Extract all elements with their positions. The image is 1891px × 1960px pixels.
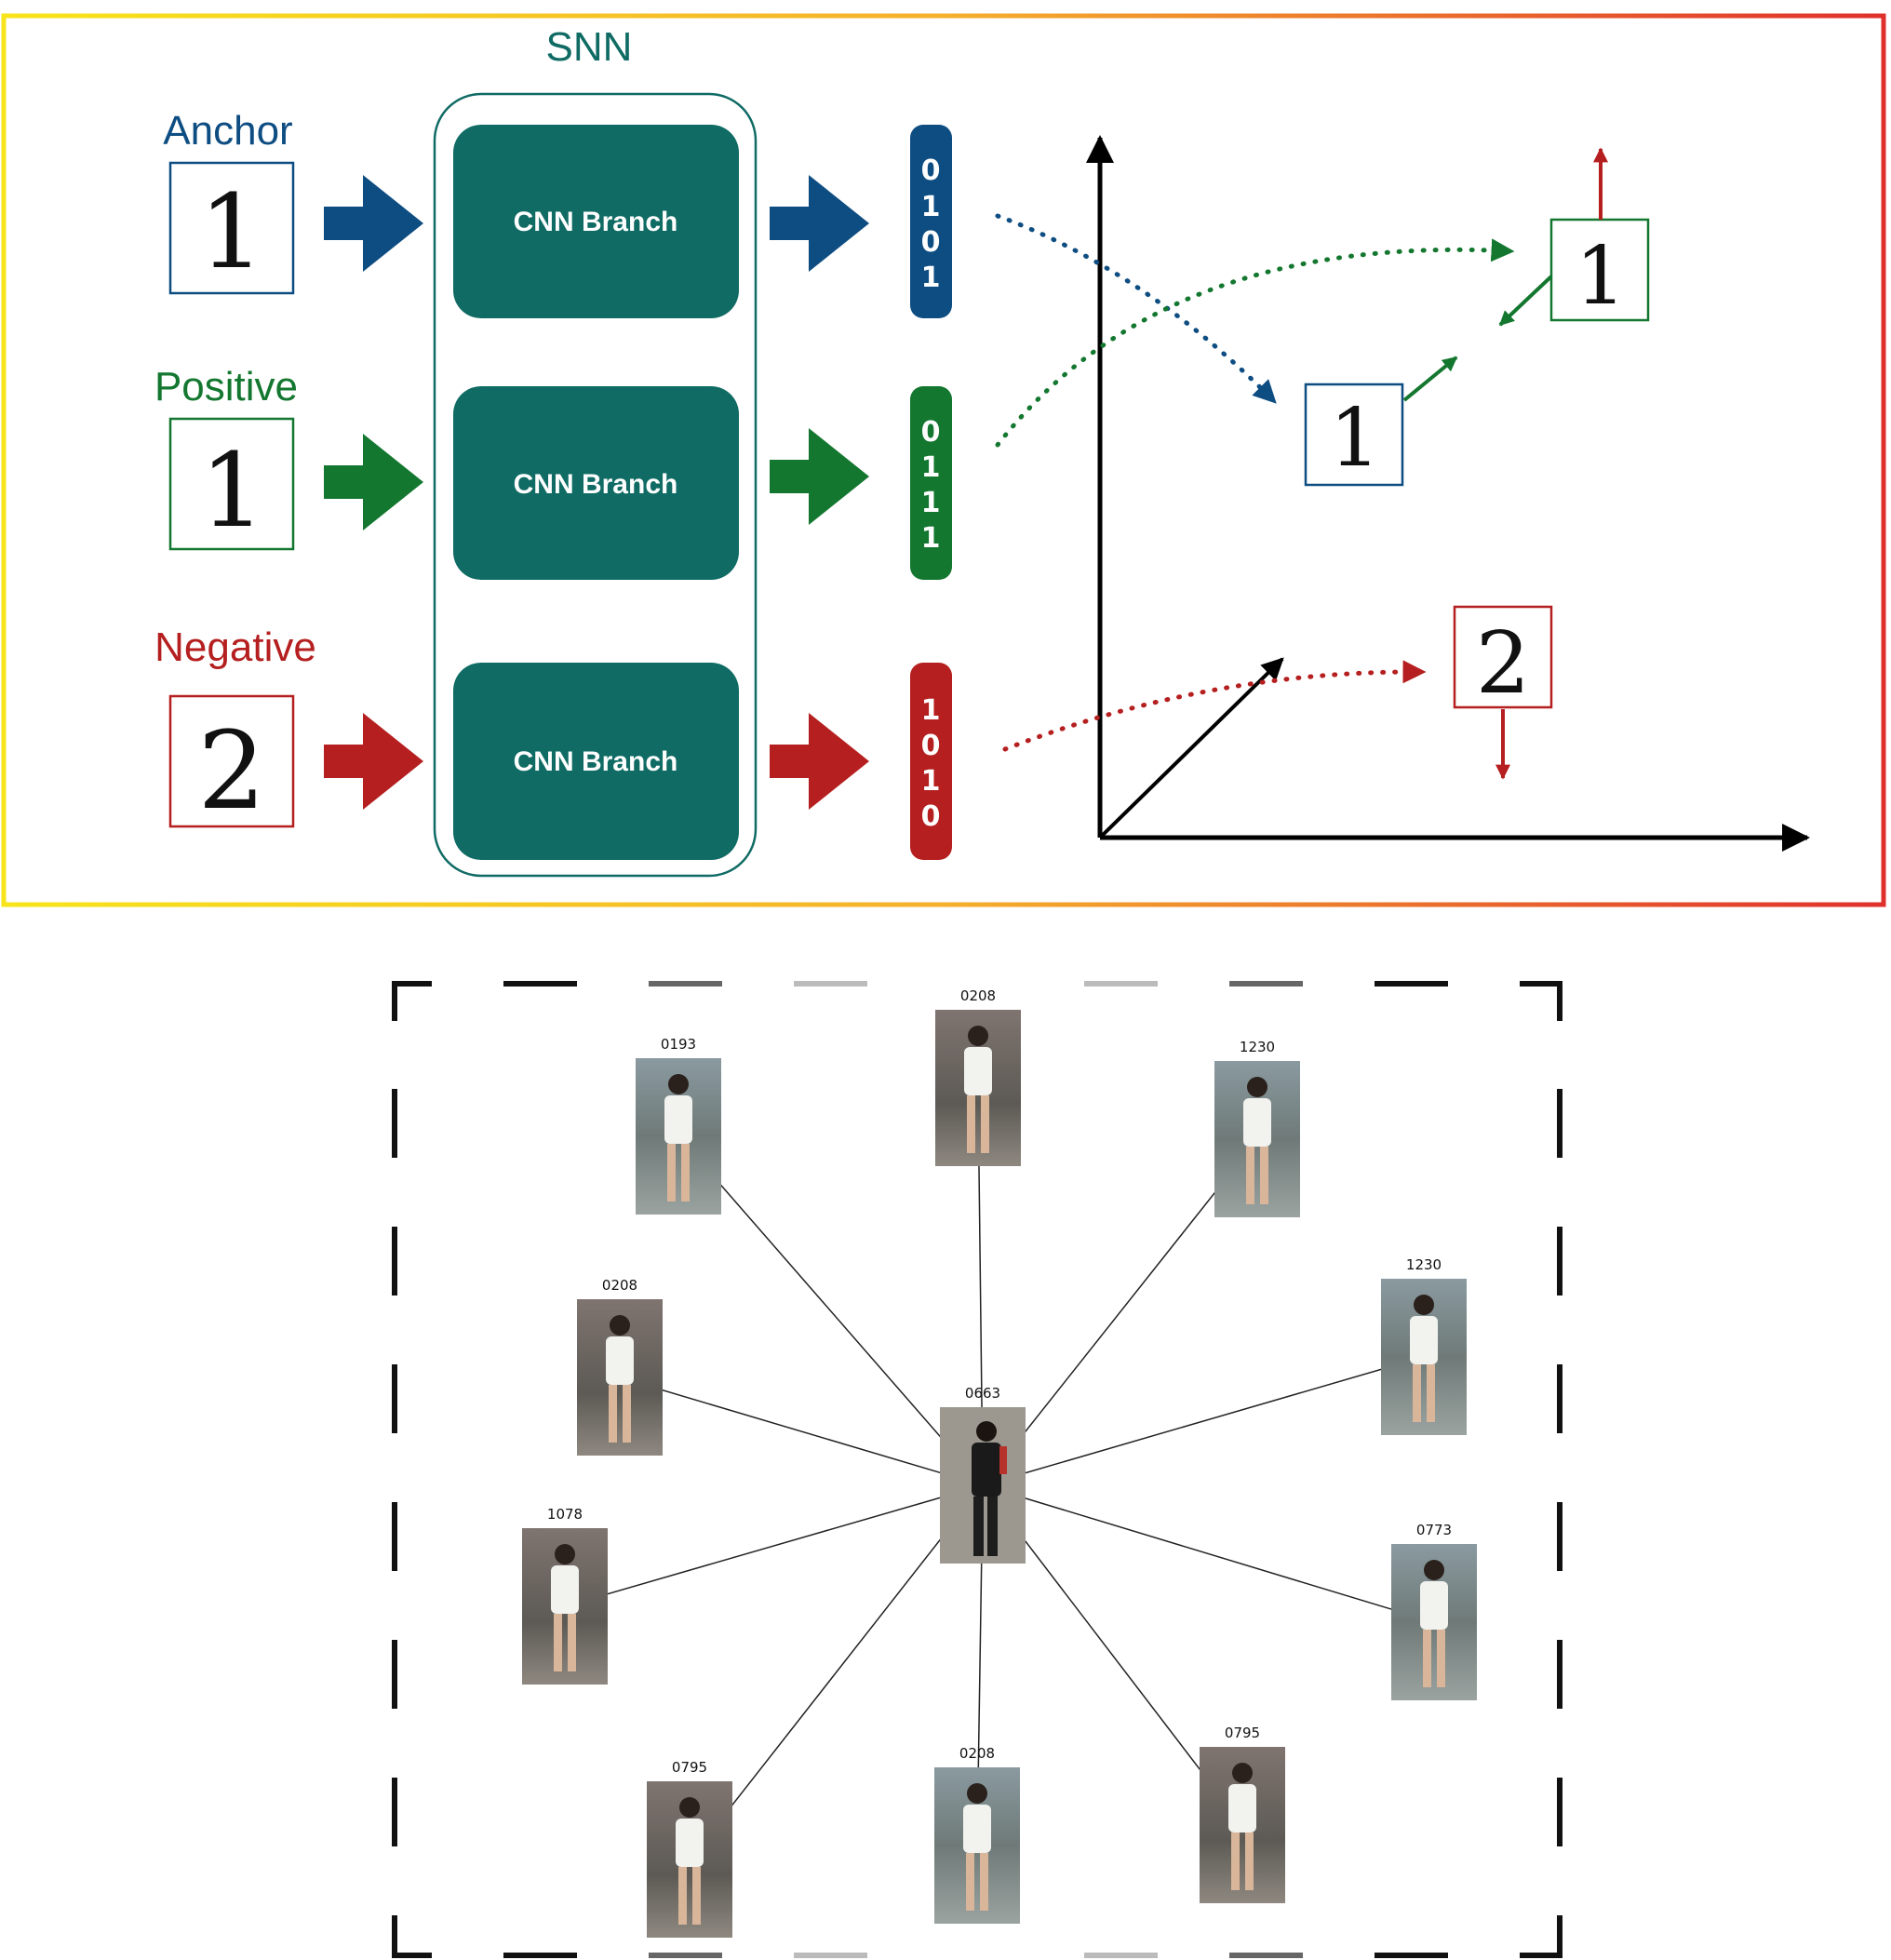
edge-0 <box>677 1135 984 1486</box>
anchor-input-arrow <box>324 175 423 272</box>
neighbor-2-person-icon <box>1243 1077 1271 1204</box>
snn-container <box>433 92 758 878</box>
neighbor-8-id-label: 0208 <box>959 1745 995 1762</box>
embedded-anchor-box <box>1304 383 1404 487</box>
positive-bit-1: 1 <box>921 451 941 484</box>
neighbor-6: 0773 <box>1391 1522 1477 1700</box>
positive-input-arrow <box>324 434 423 530</box>
neighbor-7-id-label: 0795 <box>672 1759 707 1776</box>
z-axis <box>1098 657 1284 839</box>
positive-output-arrow <box>770 428 869 525</box>
center-node: 0663 <box>940 1385 1026 1564</box>
neighbor-4: 1230 <box>1381 1256 1467 1435</box>
negative-bit-3: 0 <box>921 800 941 833</box>
negative-digit: 2 <box>197 709 265 834</box>
neighbor-7-person-icon <box>676 1797 704 1925</box>
neighbor-0: 0193 <box>636 1036 721 1215</box>
embedded-positive-digit: 1 <box>1576 230 1627 323</box>
edge-7 <box>689 1484 984 1860</box>
neighbor-6-person-icon <box>1420 1560 1448 1687</box>
neighbor-0-person-icon <box>664 1074 692 1202</box>
neighbor-4-id-label: 1230 <box>1406 1256 1442 1273</box>
negative-label: Negative <box>154 624 316 670</box>
positive-label: Positive <box>154 364 298 409</box>
positive-bit-2: 1 <box>921 487 941 519</box>
neighbor-8-person-icon <box>963 1783 991 1911</box>
neighbor-5-person-icon <box>551 1544 579 1671</box>
anchor-bit-2: 0 <box>921 226 941 259</box>
positive-digit: 1 <box>200 431 265 550</box>
positive-mapping-arrow <box>995 238 1515 448</box>
negative-input-arrow <box>324 713 423 810</box>
center-person-icon <box>972 1421 1007 1556</box>
edge-6 <box>982 1484 1435 1623</box>
center-id-label: 0663 <box>965 1385 1000 1402</box>
cnn-branch-1-label: CNN Branch <box>514 207 678 237</box>
positive-embedding <box>910 386 952 580</box>
anchor-label: Anchor <box>163 108 292 154</box>
edge-9 <box>982 1484 1243 1826</box>
negative-embedding <box>910 663 952 860</box>
edge-3 <box>619 1376 984 1486</box>
positive-image-box <box>168 417 295 551</box>
neighbor-graph: 0193 0208 1230 0208 1230 1078 0773 0795 0208 0795… <box>522 987 1477 1938</box>
positive-pull-arrow <box>1498 275 1553 327</box>
snn-label: SNN <box>546 24 633 70</box>
anchor-pull-arrow <box>1402 356 1458 402</box>
neighbor-4-person-icon <box>1410 1295 1438 1422</box>
neighbor-3-id-label: 0208 <box>602 1277 637 1294</box>
neighbor-5: 1078 <box>522 1506 608 1685</box>
anchor-mapping-arrow <box>995 213 1278 405</box>
negative-bit-2: 1 <box>921 765 941 798</box>
anchor-embedding <box>910 125 952 318</box>
anchor-digit: 1 <box>199 172 264 291</box>
anchor-bit-1: 1 <box>921 191 941 223</box>
neighbor-2: 1230 <box>1214 1039 1300 1217</box>
neighbor-1-person-icon <box>964 1026 992 1153</box>
anchor-bit-0: 0 <box>921 154 941 187</box>
neighbor-0-id-label: 0193 <box>661 1036 696 1053</box>
negative-bit-0: 1 <box>921 694 941 727</box>
neighbor-3: 0208 <box>577 1277 663 1456</box>
cnn-branch-3-label: CNN Branch <box>514 746 678 777</box>
embedded-negative-box <box>1453 605 1553 709</box>
neighbor-3-person-icon <box>606 1315 634 1443</box>
neighbor-7: 0795 <box>647 1759 732 1938</box>
bottom-frame <box>392 981 1562 1958</box>
cnn-branch-3 <box>453 663 739 860</box>
negative-image-box <box>168 694 295 828</box>
positive-bit-3: 1 <box>921 522 941 555</box>
cnn-branch-2 <box>453 386 739 580</box>
neighbor-6-id-label: 0773 <box>1416 1522 1452 1538</box>
neighbor-2-id-label: 1230 <box>1240 1039 1275 1055</box>
embedded-positive-box <box>1549 218 1650 322</box>
embedded-anchor-digit: 1 <box>1330 392 1381 485</box>
neighbor-1: 0208 <box>935 987 1021 1166</box>
anchor-image-box <box>168 161 295 295</box>
negative-bit-1: 0 <box>921 730 941 762</box>
positive-bit-0: 0 <box>921 416 941 449</box>
negative-mapping-arrow <box>1002 660 1427 752</box>
top-panel-border <box>1 13 1886 907</box>
neighbor-9: 0795 <box>1200 1725 1285 1903</box>
neighbor-8: 0208 <box>934 1745 1020 1924</box>
negative-output-arrow <box>770 713 869 810</box>
neighbor-5-id-label: 1078 <box>547 1506 583 1523</box>
cnn-branch-1 <box>453 125 739 318</box>
neighbor-1-id-label: 0208 <box>960 987 996 1004</box>
anchor-bit-3: 1 <box>921 262 941 294</box>
neighbor-9-id-label: 0795 <box>1225 1725 1260 1741</box>
neighbor-9-person-icon <box>1228 1763 1256 1890</box>
edge-5 <box>564 1484 984 1607</box>
edge-4 <box>982 1356 1425 1486</box>
anchor-output-arrow <box>770 175 869 272</box>
edge-2 <box>982 1138 1258 1486</box>
cnn-branch-2-label: CNN Branch <box>514 469 678 500</box>
embedded-negative-digit: 2 <box>1476 613 1531 713</box>
